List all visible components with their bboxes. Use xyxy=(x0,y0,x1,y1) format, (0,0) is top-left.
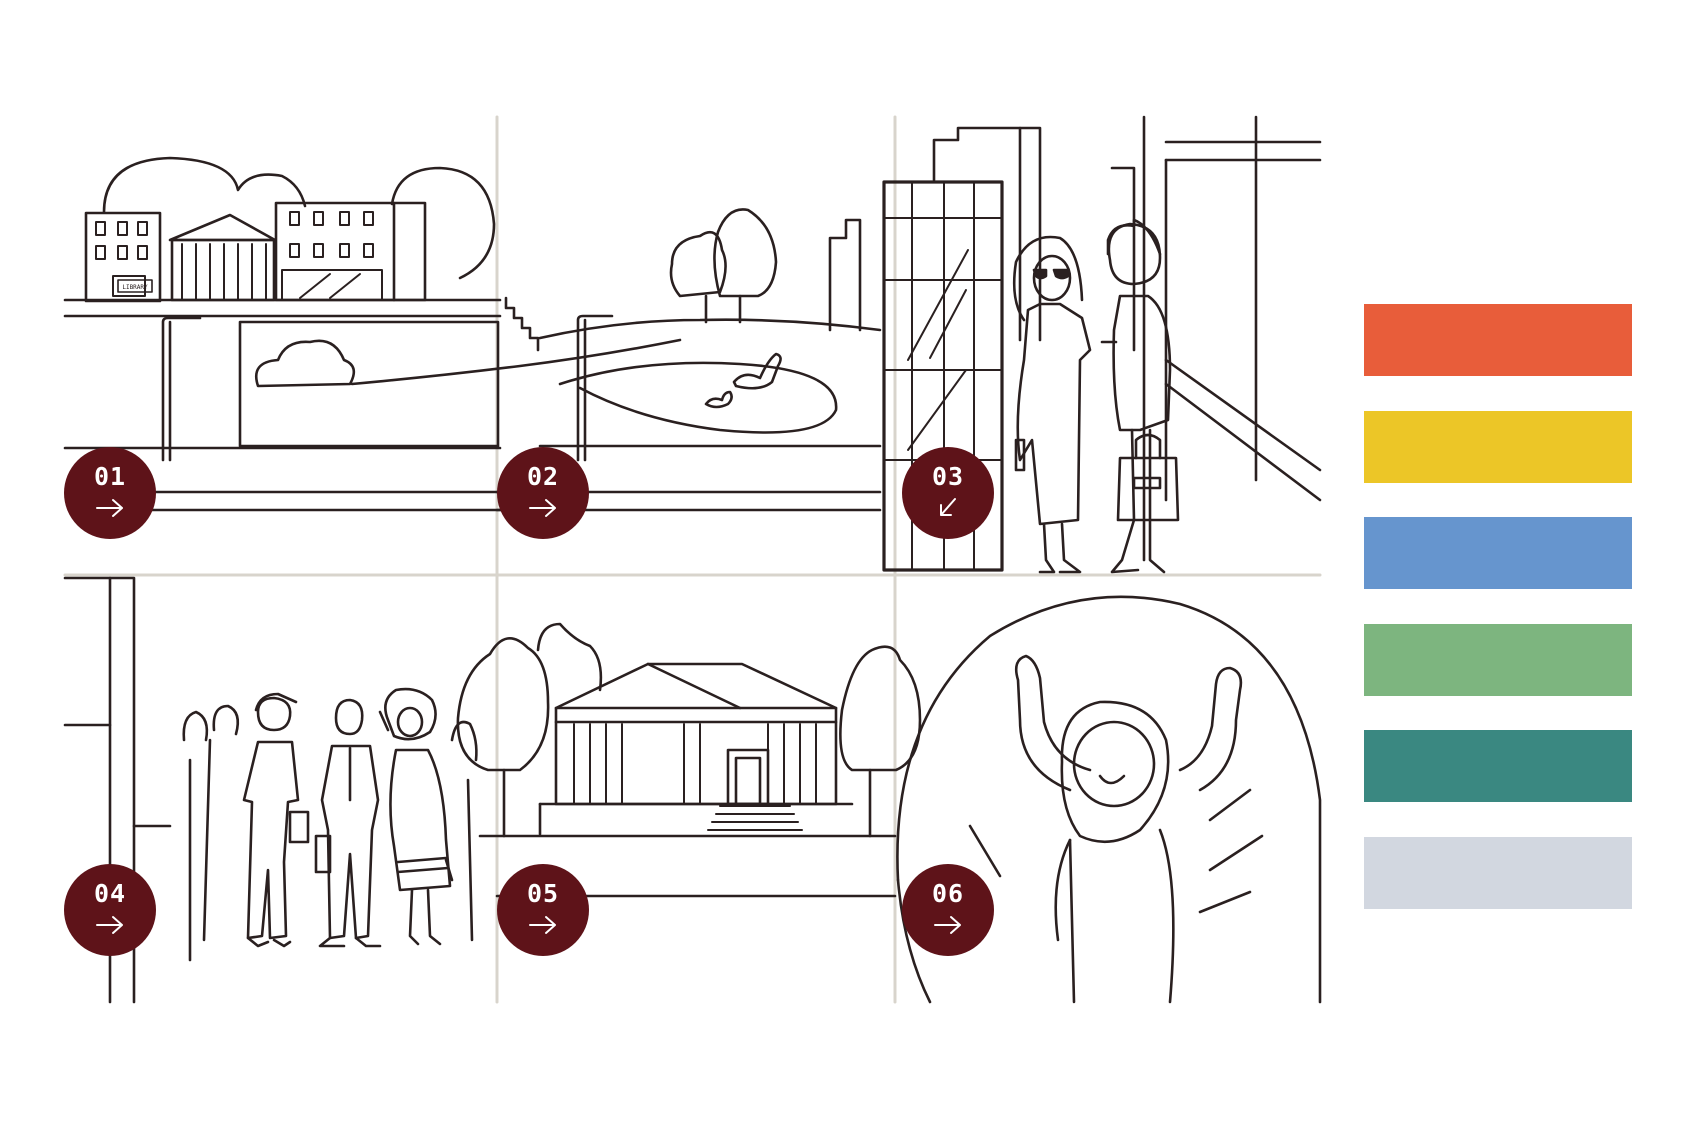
arrow-right-icon xyxy=(529,916,556,934)
color-swatch-yellow xyxy=(1364,411,1632,483)
panel-04-badge[interactable]: 04 xyxy=(64,864,156,956)
panel-number: 02 xyxy=(526,462,560,491)
panel-number: 03 xyxy=(931,462,965,491)
arrow-down-left-icon xyxy=(940,498,956,516)
panel-05-scene xyxy=(456,622,922,898)
panel-06-scene xyxy=(896,595,1322,1004)
color-swatch-teal xyxy=(1364,730,1632,802)
panel-03-badge[interactable]: 03 xyxy=(902,447,994,539)
panel-number: 05 xyxy=(526,879,560,908)
panel-01-badge[interactable]: 01 xyxy=(64,447,156,539)
grid-dividers xyxy=(63,115,1322,1004)
panel-number: 01 xyxy=(93,462,127,491)
arrow-right-icon xyxy=(934,916,961,934)
color-swatch-orange xyxy=(1364,304,1632,376)
panel-01-scene xyxy=(63,156,540,512)
arrow-right-icon xyxy=(529,499,556,517)
panel-06-badge[interactable]: 06 xyxy=(902,864,994,956)
panel-number: 04 xyxy=(93,879,127,908)
shop-sign-text: LIBRARY xyxy=(122,284,148,291)
panel-05-badge[interactable]: 05 xyxy=(497,864,589,956)
panel-03-scene xyxy=(882,115,1322,574)
panel-02-scene xyxy=(350,208,882,512)
arrow-right-icon xyxy=(96,499,123,517)
arrow-right-icon xyxy=(96,916,123,934)
panel-number: 06 xyxy=(931,879,965,908)
panel-02-badge[interactable]: 02 xyxy=(497,447,589,539)
color-swatch-grey xyxy=(1364,837,1632,909)
color-swatch-blue xyxy=(1364,517,1632,589)
color-swatch-green xyxy=(1364,624,1632,696)
